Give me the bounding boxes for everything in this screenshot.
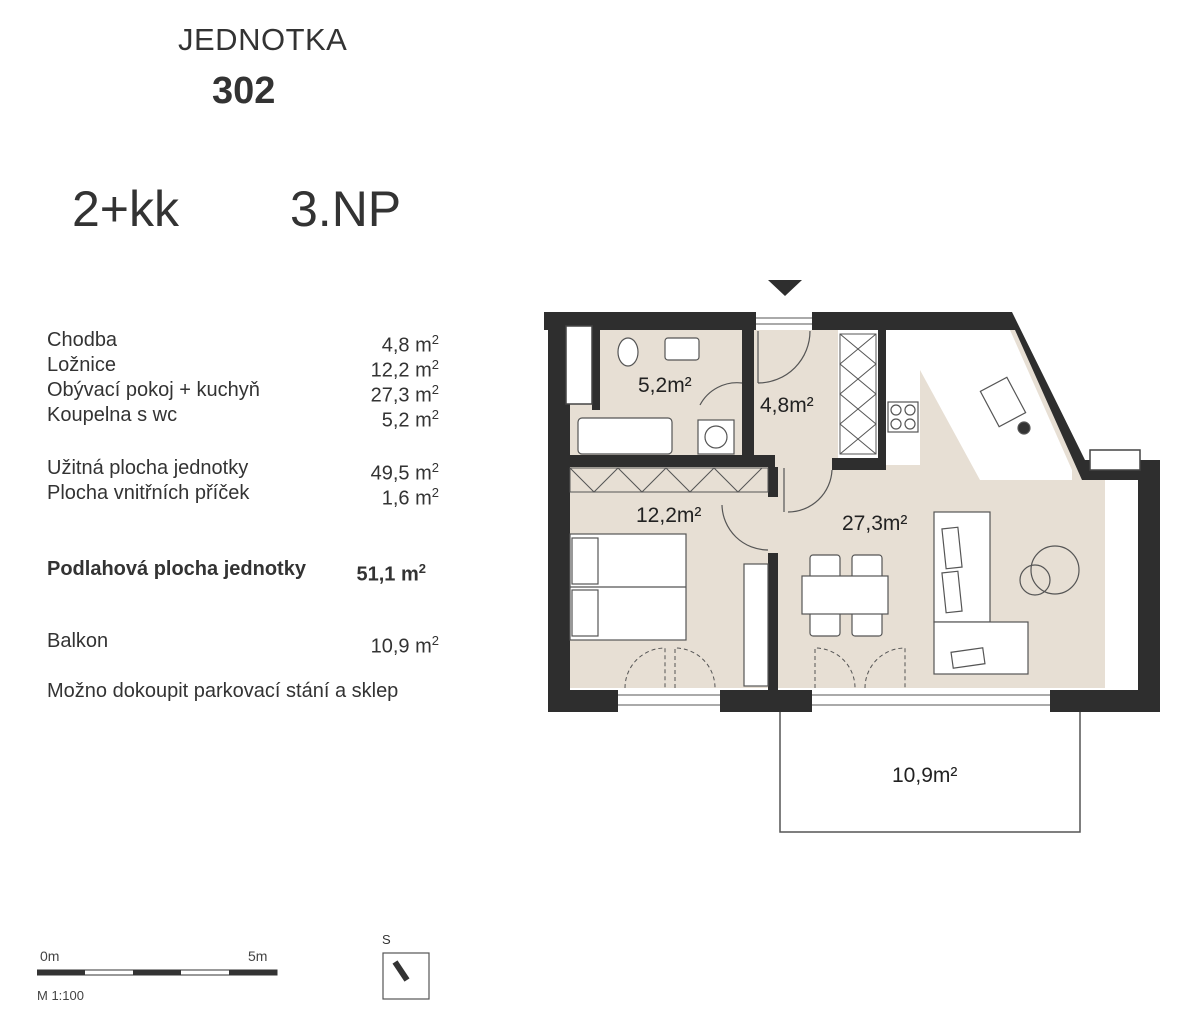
unit-label: JEDNOTKA [178,22,348,57]
wall-hall-south [832,458,884,470]
compass-letter: S [382,932,391,947]
scale-bar [37,969,278,976]
sofa-icon [933,511,1029,675]
label-balcony: 10,9m² [892,764,957,787]
wall-bedroom-east [768,467,778,497]
unit-type: 2+kk [72,181,180,237]
area-row-uzitna: Užitná plocha jednotky 49,5 m2 [47,455,439,487]
wall-bath-east [742,330,754,460]
window-fill [1105,490,1127,685]
area-row-pricky: Plocha vnitřních příček 1,6 m2 [47,480,439,512]
storage-shelves [839,333,877,455]
bathtub-icon [577,417,673,455]
area-name: Užitná plocha jednotky [47,457,249,479]
bedroom-shelf [743,563,769,687]
area-name: Chodba [47,329,118,351]
scale-ratio: M 1:100 [37,988,84,1003]
area-row-loznice: Ložnice 12,2 m2 [47,352,439,384]
area-value: 49,5 m2 [370,460,439,485]
dining-table-icon [801,554,889,637]
area-name: Plocha vnitřních příček [47,482,250,504]
lamp-icon [1019,545,1080,596]
area-name: Obývací pokoj + kuchyň [47,379,260,401]
wall-bath-west [592,330,600,410]
walls [544,312,1160,712]
scale-end: 5m [248,948,268,964]
unit-number: 302 [212,70,276,112]
area-value: 5,2 m2 [381,407,439,432]
area-row-obyvaci: Obývací pokoj + kuchyň 27,3 m2 [47,377,439,409]
balcony-railing [1089,449,1141,471]
label-living: 27,3m² [842,512,907,535]
area-row-chodba: Chodba 4,8 m2 [47,327,439,359]
area-value: 4,8 m2 [381,332,439,357]
bathroom-fixtures [577,337,735,455]
area-name: Podlahová plocha jednotky [47,558,306,580]
area-name: Koupelna s wc [47,404,178,426]
door-swings [699,330,833,551]
area-value: 27,3 m2 [370,382,439,407]
area-value: 1,6 m2 [381,485,439,510]
area-value: 12,2 m2 [370,357,439,382]
unit-floor: 3.NP [290,181,402,237]
balcony-doors [624,647,906,689]
wall-north-left [544,312,756,330]
floor-plan: 5,2m² 4,8m² 12,2m² 27,3m² 10,9m² [544,280,1160,833]
note: Možno dokoupit parkovací stání a sklep [47,680,399,702]
window-lines [618,317,1050,706]
wall-bath-south [570,455,775,467]
wall-south-a [548,690,618,712]
label-bathroom: 5,2m² [638,374,692,397]
kitchen-sink-icon [979,376,1027,428]
label-hallway: 4,8m² [760,394,814,417]
compass-icon: S [382,932,430,1000]
wall-storage [878,330,886,470]
area-row-koupelna: Koupelna s wc 5,2 m2 [47,402,439,434]
area-value: 10,9 m2 [370,633,439,658]
area-row-balkon: Balkon 10,9 m2 [47,628,439,660]
wall-south-c [1050,690,1160,712]
area-value: 51,1 m2 [356,561,427,586]
entry-arrow-icon [768,280,802,296]
sink-icon [664,337,700,361]
label-bedroom: 12,2m² [636,504,701,527]
toilet-icon [617,337,639,367]
wall-west [548,312,570,712]
scale-start: 0m [40,948,60,964]
area-name: Ložnice [47,354,116,376]
shaft-box [565,325,593,405]
area-row-podlahova: Podlahová plocha jednotky 51,1 m2 [47,556,439,588]
kitchen-fill [884,330,1072,480]
wardrobe [569,467,769,493]
wall-bedroom-east-low [768,553,778,690]
area-name: Balkon [47,630,109,652]
kitchen-fixtures [887,376,1031,435]
wall-south-b [720,690,812,712]
balcony-outline [779,712,1081,833]
bed-icon [569,533,687,641]
